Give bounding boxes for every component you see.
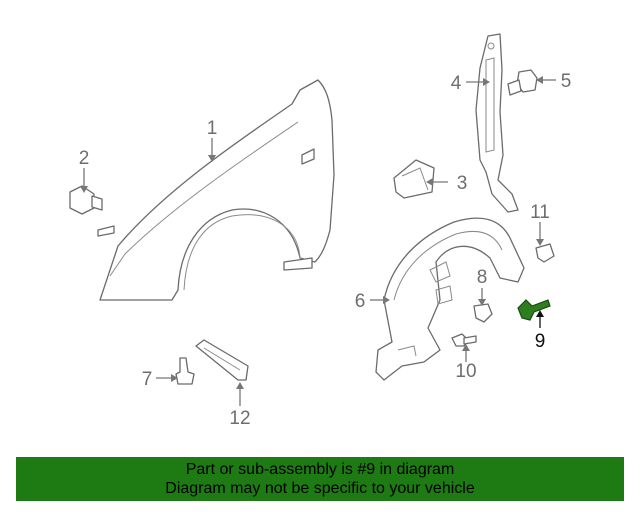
callout-10[interactable]: 10 (455, 361, 476, 382)
callout-5[interactable]: 5 (561, 71, 572, 92)
pin-part-10[interactable] (451, 333, 477, 347)
bolt-part-2[interactable] (69, 185, 103, 215)
callout-7[interactable]: 7 (142, 369, 153, 390)
fender-liner-part-6[interactable] (375, 217, 525, 381)
callout-9[interactable]: 9 (535, 331, 546, 352)
info-banner: Part or sub-assembly is #9 in diagram Di… (16, 457, 624, 501)
molding-part-12[interactable] (195, 339, 249, 381)
rail-part-4[interactable] (475, 33, 519, 213)
banner-line-1: Part or sub-assembly is #9 in diagram (185, 461, 455, 478)
clip-part-8[interactable] (473, 303, 493, 323)
leader-lines (80, 76, 556, 406)
screw-part-9[interactable] (517, 299, 551, 321)
bolt-part-5[interactable] (507, 69, 538, 96)
clip-part-7[interactable] (175, 357, 195, 385)
callout-1[interactable]: 1 (207, 118, 218, 139)
callout-11[interactable]: 11 (530, 202, 550, 223)
callout-2[interactable]: 2 (79, 148, 90, 169)
callout-4[interactable]: 4 (451, 73, 462, 94)
clip-part-11[interactable] (535, 243, 555, 263)
callout-8[interactable]: 8 (477, 267, 488, 288)
callout-12[interactable]: 12 (229, 408, 250, 429)
fender-part[interactable] (97, 79, 335, 301)
bracket-part-3[interactable] (393, 159, 435, 199)
callout-6[interactable]: 6 (355, 291, 366, 312)
banner-line-2: Diagram may not be specific to your vehi… (165, 480, 475, 497)
callout-3[interactable]: 3 (457, 173, 468, 194)
